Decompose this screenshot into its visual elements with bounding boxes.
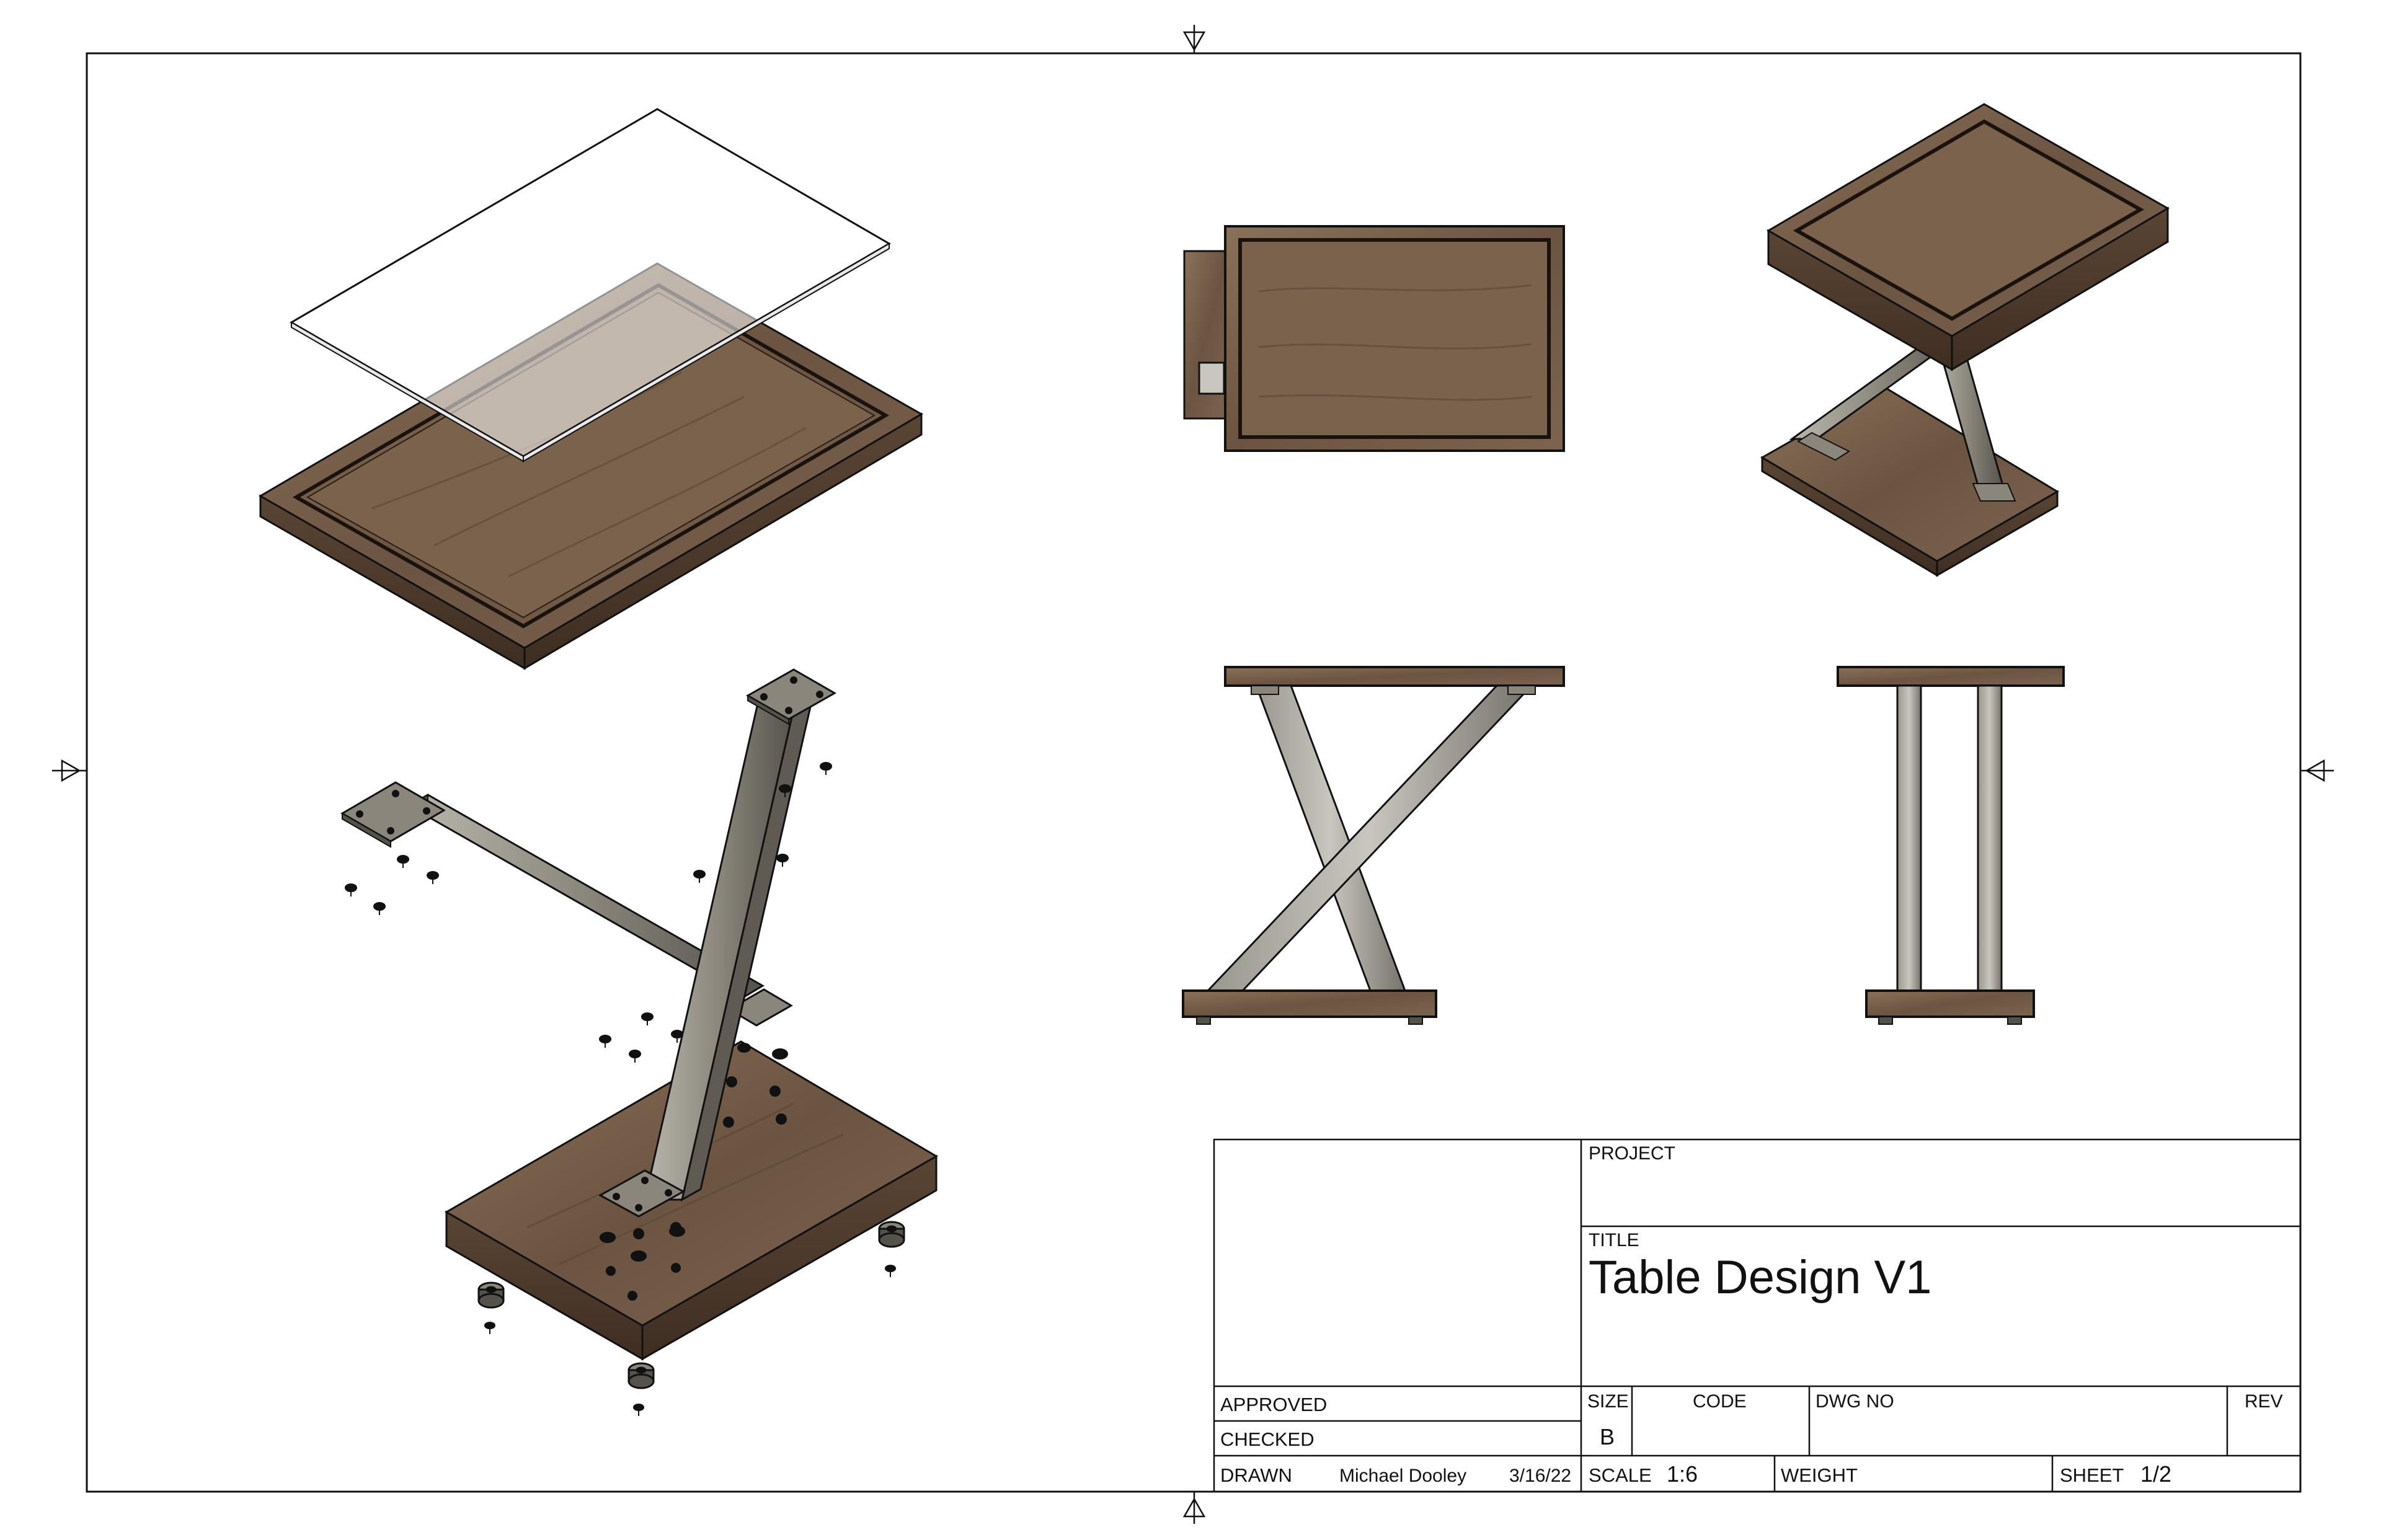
centering-marks xyxy=(52,25,2334,1524)
drawn-date: 3/16/22 xyxy=(1509,1466,1571,1486)
project-label: PROJECT xyxy=(1589,1143,1675,1164)
sheet-value: 1/2 xyxy=(2140,1461,2171,1487)
size-value: B xyxy=(1600,1424,1615,1449)
side-elevation-view xyxy=(1837,666,2065,1025)
screw-icons xyxy=(345,762,896,1416)
dwg-no-label: DWG NO xyxy=(1816,1391,1894,1412)
drawn-label: DRAWN xyxy=(1220,1464,1292,1486)
code-label: CODE xyxy=(1693,1391,1747,1412)
exploded-top-view xyxy=(259,108,923,670)
foot-pads xyxy=(477,1221,905,1389)
size-label: SIZE xyxy=(1587,1391,1629,1412)
sheet-label: SHEET xyxy=(2060,1464,2124,1486)
exploded-base-view xyxy=(340,668,938,1416)
front-elevation-view xyxy=(1182,666,1565,1025)
rev-label: REV xyxy=(2245,1391,2283,1412)
scale-value: 1:6 xyxy=(1667,1461,1698,1487)
isometric-assembled-view xyxy=(1760,103,2170,577)
checked-label: CHECKED xyxy=(1220,1428,1315,1450)
title-label: TITLE xyxy=(1589,1230,1639,1250)
title-block: PROJECT TITLE Table Design V1 APPROVED C… xyxy=(1213,1138,2302,1493)
approved-label: APPROVED xyxy=(1220,1394,1327,1415)
drawn-by: Michael Dooley xyxy=(1339,1466,1466,1486)
drawing-title: Table Design V1 xyxy=(1589,1251,1931,1304)
scale-label: SCALE xyxy=(1589,1464,1652,1486)
top-plan-view xyxy=(1183,225,1565,452)
weight-label: WEIGHT xyxy=(1781,1464,1858,1486)
